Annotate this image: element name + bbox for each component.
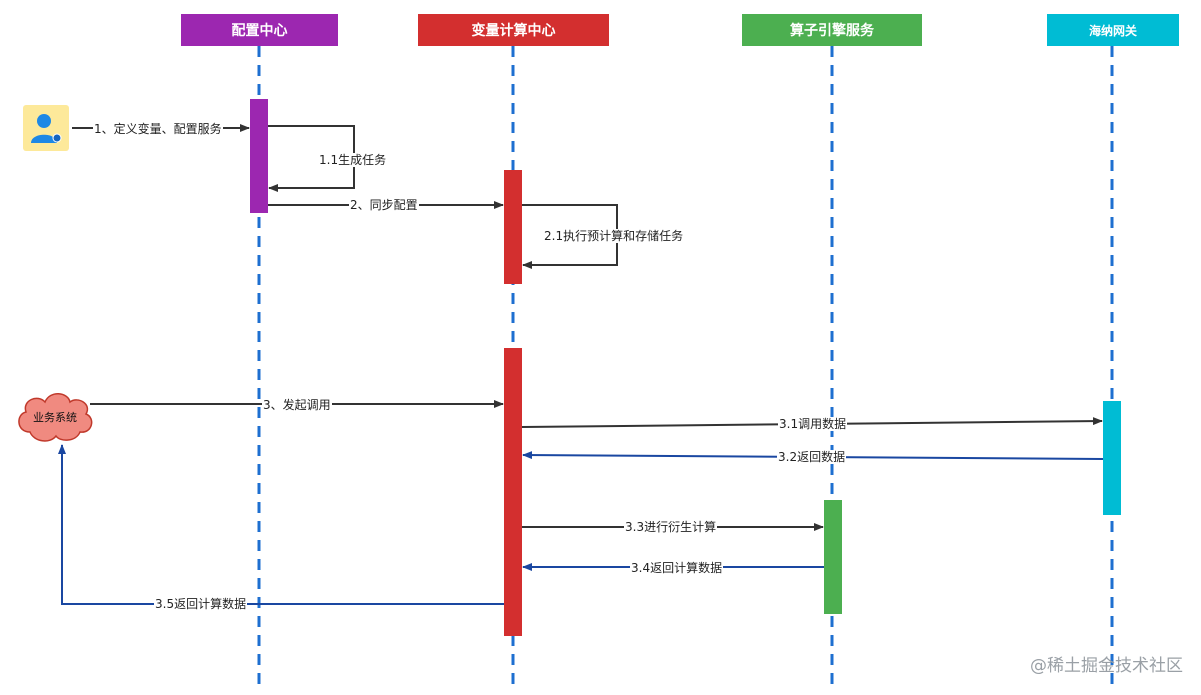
participant-varcalc-label: 变量计算中心 [471,23,556,39]
cloud-icon [18,393,93,442]
user-icon [23,105,69,151]
label-m1: 1、定义变量、配置服务 [93,122,223,136]
business-system-label: 业务系统 [33,411,77,424]
activation-varcalc-2 [504,348,522,636]
label-m3-4: 3.4返回计算数据 [630,561,724,575]
activation-operator [824,500,842,614]
activation-config [250,99,268,213]
activation-gateway [1103,401,1121,515]
participant-operator-label: 算子引擎服务 [790,23,874,39]
watermark: @稀土掘金技术社区 [1030,656,1183,676]
label-m2-1: 2.1执行预计算和存储任务 [543,229,685,243]
label-m2: 2、同步配置 [349,198,419,212]
participant-config-label: 配置中心 [231,23,288,39]
label-m3-5: 3.5返回计算数据 [154,597,248,611]
participant-gateway: 海纳网关 [1047,14,1179,46]
arrow-m3-5 [58,444,504,605]
activation-varcalc-1 [504,170,522,284]
label-m3-1: 3.1调用数据 [778,417,848,431]
participant-operator: 算子引擎服务 [742,14,922,46]
participant-config: 配置中心 [181,14,338,46]
label-m3-3: 3.3进行衍生计算 [624,520,718,534]
label-m3: 3、发起调用 [262,398,332,412]
participant-varcalc: 变量计算中心 [418,14,609,46]
label-m1-1: 1.1生成任务 [318,153,388,167]
label-m3-2: 3.2返回数据 [777,450,847,464]
participant-gateway-label: 海纳网关 [1088,23,1137,38]
